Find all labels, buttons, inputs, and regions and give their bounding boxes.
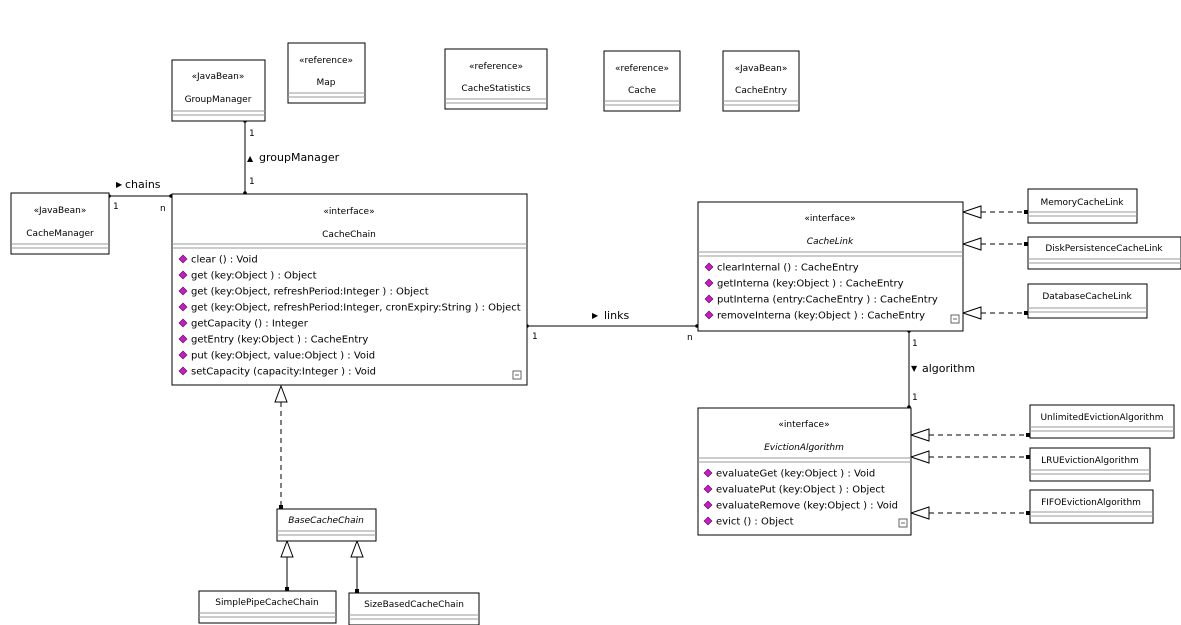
mult-links-left: 1 <box>532 332 538 342</box>
class-unlimited-eviction-algorithm[interactable]: UnlimitedEvictionAlgorithm <box>1029 404 1175 439</box>
svg-text:CacheEntry: CacheEntry <box>735 86 788 96</box>
method-diamond-icon <box>178 254 188 264</box>
class-group-manager[interactable]: «JavaBean» GroupManager <box>171 59 266 122</box>
method-row: removeInterna (key:Object ) : CacheEntry <box>717 311 925 322</box>
svg-text:LRUEvictionAlgorithm: LRUEvictionAlgorithm <box>1041 456 1139 466</box>
assoc-algorithm-label: algorithm <box>922 362 975 375</box>
mult-algorithm-top: 1 <box>912 339 918 349</box>
svg-text:«JavaBean»: «JavaBean» <box>192 72 245 82</box>
class-database-cache-link[interactable]: DatabaseCacheLink <box>1027 283 1148 319</box>
assoc-links-arrow: ▶ <box>592 311 599 320</box>
class-base-cache-chain[interactable]: BaseCacheChain <box>276 508 377 542</box>
assoc-links-label: links <box>604 309 629 322</box>
mult-group-manager-top: 1 <box>249 129 255 139</box>
svg-text:SimplePipeCacheChain: SimplePipeCacheChain <box>215 598 318 608</box>
method-diamond-icon <box>704 310 714 320</box>
svg-text:«reference»: «reference» <box>615 64 669 74</box>
assoc-algorithm-arrow: ▼ <box>911 364 918 373</box>
svg-text:UnlimitedEvictionAlgorithm: UnlimitedEvictionAlgorithm <box>1040 413 1163 423</box>
svg-text:CacheManager: CacheManager <box>26 229 94 239</box>
class-memory-cache-link[interactable]: MemoryCacheLink <box>1027 188 1138 224</box>
method-row: get (key:Object, refreshPeriod:Integer, … <box>191 303 521 314</box>
method-diamond-icon <box>703 516 713 526</box>
cache-chain-stereotype: «interface» <box>323 207 374 217</box>
class-simple-pipe-cache-chain[interactable]: SimplePipeCacheChain <box>198 590 337 624</box>
method-row: put (key:Object, value:Object ) : Void <box>191 351 375 362</box>
svg-text:Map: Map <box>317 78 336 88</box>
class-map[interactable]: «reference» Map <box>287 42 366 104</box>
method-diamond-icon <box>704 262 714 272</box>
method-row: putInterna (entry:CacheEntry ) : CacheEn… <box>717 295 938 306</box>
svg-text:CacheStatistics: CacheStatistics <box>461 84 530 94</box>
method-row: get (key:Object, refreshPeriod:Integer )… <box>191 287 429 298</box>
class-size-based-cache-chain[interactable]: SizeBasedCacheChain <box>348 592 480 625</box>
method-row: getEntry (key:Object ) : CacheEntry <box>191 335 368 346</box>
method-row: setCapacity (capacity:Integer ) : Void <box>191 367 376 378</box>
mult-chains-left: 1 <box>113 202 119 212</box>
method-row: evaluateGet (key:Object ) : Void <box>716 469 875 480</box>
method-row: getInterna (key:Object ) : CacheEntry <box>717 279 904 290</box>
method-row: clearInternal () : CacheEntry <box>717 263 859 274</box>
method-row: evaluatePut (key:Object ) : Object <box>716 485 885 496</box>
method-diamond-icon <box>704 294 714 304</box>
method-diamond-icon <box>703 468 713 478</box>
method-diamond-icon <box>703 500 713 510</box>
assoc-group-manager-arrow: ▲ <box>247 154 254 163</box>
class-disk-persistence-cache-link[interactable]: DiskPersistenceCacheLink <box>1027 236 1181 270</box>
method-diamond-icon <box>178 318 188 328</box>
method-diamond-icon <box>178 366 188 376</box>
mult-chains-right: n <box>160 204 166 214</box>
svg-text:GroupManager: GroupManager <box>185 95 252 105</box>
assoc-chains-label: chains <box>125 178 161 191</box>
class-cache-entry[interactable]: «JavaBean» CacheEntry <box>722 50 800 112</box>
method-diamond-icon <box>704 278 714 288</box>
method-row: evaluateRemove (key:Object ) : Void <box>716 501 898 512</box>
class-cache[interactable]: «reference» Cache <box>603 50 681 112</box>
svg-text:DatabaseCacheLink: DatabaseCacheLink <box>1042 292 1132 302</box>
eviction-algorithm-name: EvictionAlgorithm <box>764 443 844 453</box>
cache-chain-name: CacheChain <box>322 230 376 240</box>
method-row: evict () : Object <box>716 517 794 528</box>
svg-text:Cache: Cache <box>628 86 656 96</box>
class-eviction-algorithm[interactable]: «interface» EvictionAlgorithm evaluateGe… <box>697 407 912 536</box>
method-diamond-icon <box>178 302 188 312</box>
svg-text:DiskPersistenceCacheLink: DiskPersistenceCacheLink <box>1045 244 1163 254</box>
class-cache-statistics[interactable]: «reference» CacheStatistics <box>444 48 548 110</box>
method-diamond-icon <box>178 270 188 280</box>
method-diamond-icon <box>178 334 188 344</box>
mult-algorithm-bottom: 1 <box>912 393 918 403</box>
method-diamond-icon <box>178 350 188 360</box>
class-cache-manager[interactable]: «JavaBean» CacheManager <box>10 192 110 255</box>
eviction-algorithm-stereotype: «interface» <box>778 420 829 430</box>
cache-link-stereotype: «interface» <box>804 214 855 224</box>
svg-text:«reference»: «reference» <box>469 62 523 72</box>
svg-text:«JavaBean»: «JavaBean» <box>34 206 87 216</box>
class-fifo-eviction-algorithm[interactable]: FIFOEvictionAlgorithm <box>1029 489 1154 524</box>
class-cache-chain[interactable]: «interface» CacheChain clear () : Void ge… <box>171 193 528 386</box>
method-diamond-icon <box>703 484 713 494</box>
svg-text:«JavaBean»: «JavaBean» <box>735 64 788 74</box>
svg-text:SizeBasedCacheChain: SizeBasedCacheChain <box>364 600 464 610</box>
svg-text:BaseCacheChain: BaseCacheChain <box>288 516 364 526</box>
mult-links-right: n <box>687 333 693 343</box>
mult-group-manager-bottom: 1 <box>249 177 255 187</box>
method-diamond-icon <box>178 286 188 296</box>
assoc-group-manager-label: groupManager <box>259 151 340 164</box>
method-row: get (key:Object ) : Object <box>191 271 317 282</box>
method-row: clear () : Void <box>191 255 258 266</box>
class-cache-link[interactable]: «interface» CacheLink clearInternal () :… <box>697 201 964 332</box>
assoc-chains-arrow: ▶ <box>116 180 123 189</box>
class-lru-eviction-algorithm[interactable]: LRUEvictionAlgorithm <box>1029 447 1151 482</box>
cache-link-name: CacheLink <box>807 237 854 247</box>
svg-text:«reference»: «reference» <box>299 56 353 66</box>
method-row: getCapacity () : Integer <box>191 319 309 330</box>
svg-text:FIFOEvictionAlgorithm: FIFOEvictionAlgorithm <box>1041 498 1141 508</box>
svg-text:MemoryCacheLink: MemoryCacheLink <box>1040 198 1124 208</box>
